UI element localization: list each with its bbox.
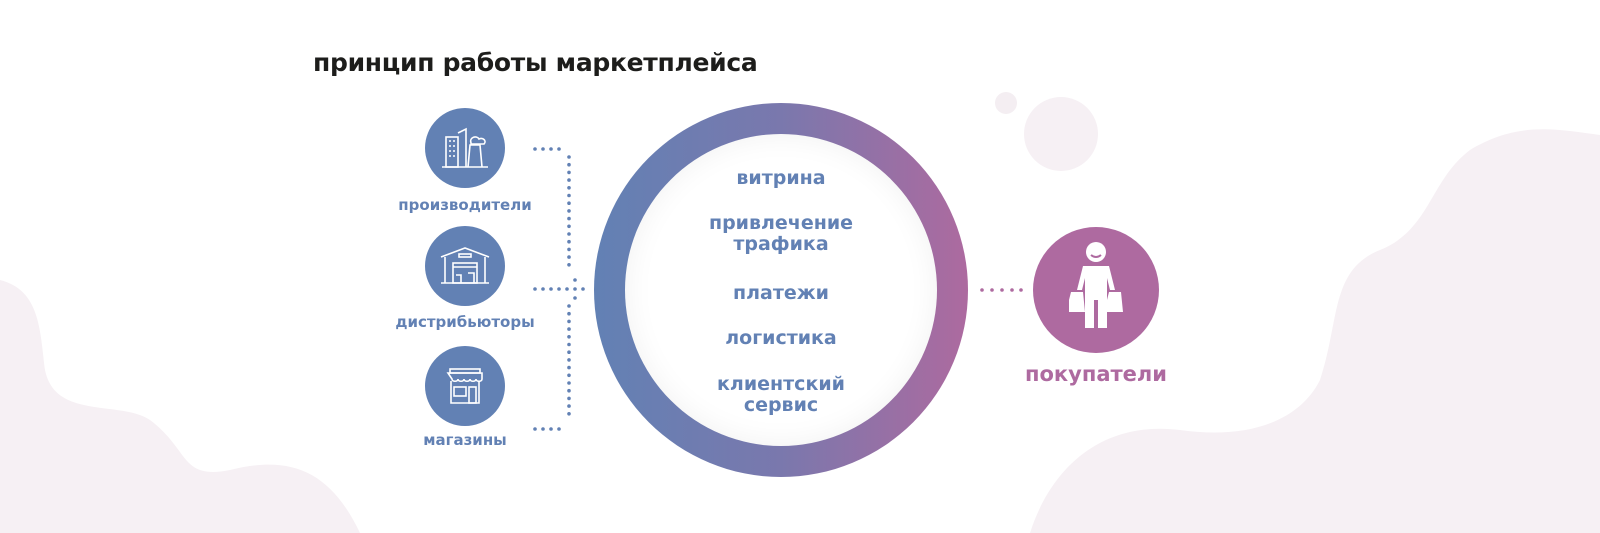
connector-dot <box>573 278 577 282</box>
connector-dot <box>567 186 571 190</box>
producers-label: производители <box>398 196 532 214</box>
connector-dot <box>567 311 571 316</box>
connector-dot <box>567 232 571 236</box>
connector-dot <box>567 319 571 324</box>
connector-dot <box>573 287 577 291</box>
store-icon <box>446 368 483 404</box>
connector-dot <box>567 335 571 339</box>
service-payments: платежи <box>733 282 829 304</box>
factory-icon <box>442 127 488 168</box>
connector-dot <box>533 427 537 431</box>
connector-dot <box>567 216 571 221</box>
connector-dot <box>1000 288 1004 292</box>
connector-dot <box>557 147 561 151</box>
connector-dot <box>567 404 571 408</box>
connector-dot <box>567 342 571 347</box>
distributors-node <box>425 226 505 306</box>
page-title: принцип работы маркетплейса <box>313 48 758 77</box>
connector-dot <box>549 287 553 291</box>
service-showcase: витрина <box>736 167 826 189</box>
connector-dot <box>980 288 984 292</box>
connector-dot <box>573 296 577 300</box>
connector-dot <box>567 388 571 393</box>
connector-dot <box>567 155 571 159</box>
connector-dot <box>567 209 571 213</box>
connector-dot <box>990 288 994 292</box>
connector-dot <box>567 170 571 175</box>
stores-node <box>425 346 505 426</box>
connector-dot <box>567 373 571 378</box>
marketplace-services-area <box>625 134 937 446</box>
connector-dot <box>1010 288 1014 292</box>
warehouse-icon <box>440 247 490 284</box>
connector-dot <box>567 327 571 331</box>
connector-dot <box>567 247 571 252</box>
connector-dot <box>557 427 561 431</box>
connector-dot <box>541 287 545 291</box>
connector-dot <box>533 287 537 291</box>
service-traffic: привлечение трафика <box>708 212 854 255</box>
connector-dot <box>567 358 571 362</box>
connector-dot <box>567 396 571 401</box>
connector-dot <box>567 263 571 267</box>
connector-dot <box>549 427 553 431</box>
producers-node <box>425 108 505 188</box>
connector-dot <box>567 304 571 308</box>
distributors-label: дистрибьюторы <box>395 313 535 331</box>
buyers-node <box>1033 227 1159 353</box>
connector-dot <box>567 412 571 416</box>
connector-dot <box>549 147 553 151</box>
connector-dot <box>541 427 545 431</box>
connector-dot <box>565 287 569 291</box>
connector-dot <box>1019 288 1023 292</box>
connector-dot <box>567 381 571 385</box>
connector-dot <box>567 201 571 205</box>
service-logistics: логистика <box>725 327 837 349</box>
connector-dot <box>567 365 571 370</box>
connector-dot <box>581 287 585 291</box>
stores-label: магазины <box>423 431 507 449</box>
connector-dot <box>567 350 571 355</box>
connector-dot <box>567 178 571 182</box>
shopper-icon <box>1069 242 1123 328</box>
connector-dot <box>567 193 571 198</box>
connector-dot <box>567 224 571 229</box>
buyers-label: покупатели <box>1024 362 1168 386</box>
connector-dot <box>557 287 561 291</box>
connector-dot <box>567 255 571 259</box>
connector-dot <box>567 162 571 167</box>
service-customer-support: клиентский сервис <box>717 373 845 416</box>
connector-dot <box>567 239 571 244</box>
connector-dot <box>533 147 537 151</box>
connector-dot <box>541 147 545 151</box>
